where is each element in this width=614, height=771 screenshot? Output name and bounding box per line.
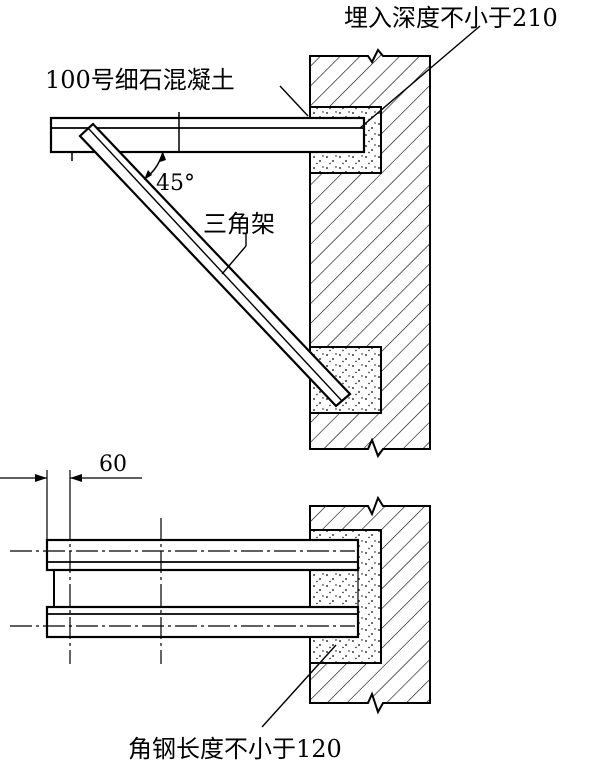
elevation-view	[49, 25, 481, 459]
label-embed-depth: 埋入深度不小于210	[344, 4, 558, 32]
label-concrete: 100号细石混凝土	[45, 66, 235, 94]
label-angle: 45°	[156, 171, 195, 196]
leader-concrete	[279, 85, 309, 117]
label-steel-length: 角钢长度不小于120	[128, 735, 342, 763]
plan-view	[0, 470, 431, 728]
label-bracket: 三角架	[203, 210, 275, 238]
leader-steel-length	[261, 644, 337, 728]
leader-embed	[359, 25, 481, 129]
angle-bar-lower	[45, 605, 360, 639]
label-dimension-60: 60	[99, 452, 127, 477]
angle-bar-upper	[45, 538, 360, 572]
